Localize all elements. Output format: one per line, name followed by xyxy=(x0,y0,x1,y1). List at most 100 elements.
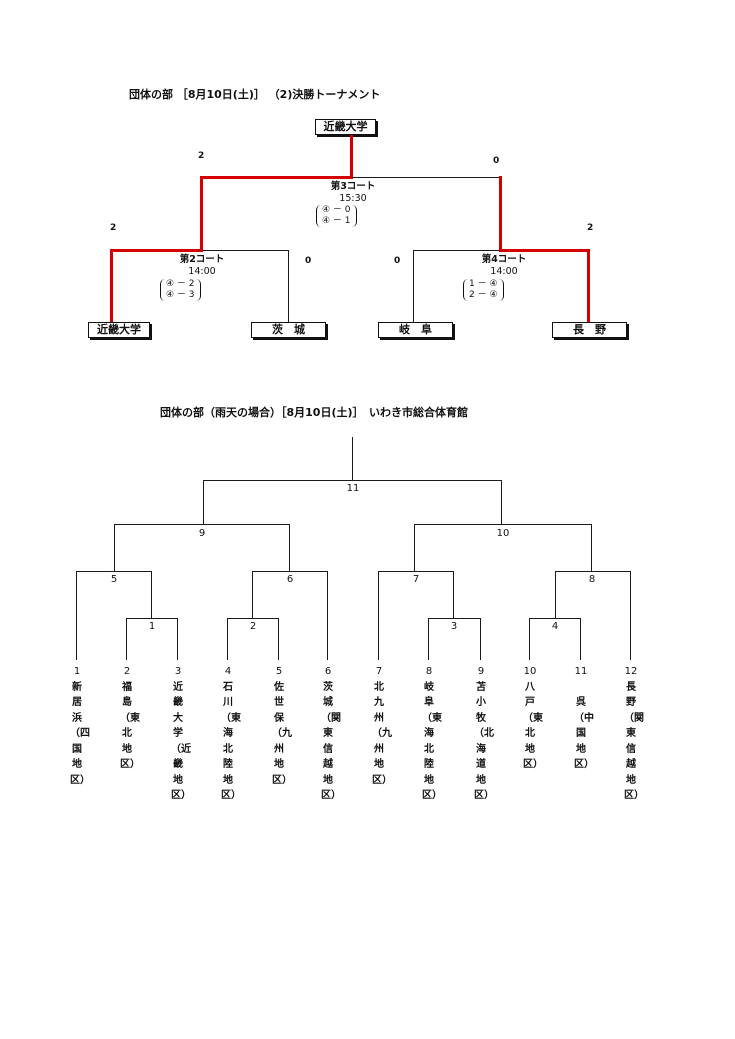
match-number: 3 xyxy=(450,621,458,632)
team-name: 近畿大学（近畿地区） xyxy=(171,681,191,802)
team-number: 3 xyxy=(174,666,182,677)
bracket-line xyxy=(227,618,279,619)
court4-info: 第4コート 14:00 xyxy=(468,254,540,278)
win-path xyxy=(499,249,589,252)
team-entry: 8 岐 阜（東海北陸地区） xyxy=(422,664,442,804)
court2-name: 第2コート xyxy=(179,254,225,265)
team-number: 2 xyxy=(123,666,131,677)
team-name: 福 島（東北地区） xyxy=(120,681,142,771)
score-kinki: 2 xyxy=(110,223,117,233)
final-line xyxy=(200,250,288,251)
bracket-line xyxy=(555,571,556,618)
team-name: 佐世保（九州地区） xyxy=(272,681,292,786)
bracket-line xyxy=(126,618,178,619)
win-path xyxy=(200,176,203,251)
win-path xyxy=(499,176,502,251)
bracket-line xyxy=(203,480,204,524)
bracket-line xyxy=(177,618,178,660)
win-path xyxy=(200,176,353,179)
bracket-line xyxy=(555,571,631,572)
bracket-line xyxy=(289,524,290,571)
team-number: 8 xyxy=(425,666,433,677)
court3-time: 15:30 xyxy=(339,193,367,204)
team-box-ibaraki: 茨 城 xyxy=(251,322,326,338)
team-entry: 6 茨 城（関東信越地区） xyxy=(321,664,341,804)
court2-result-row: ④ － 3 xyxy=(166,290,195,300)
team-name: 石 川（東海北陸地区） xyxy=(221,681,243,802)
bracket-line xyxy=(378,571,379,660)
bracket-line xyxy=(227,618,228,660)
match-number: 6 xyxy=(286,574,294,585)
court3-result-row: ④ － 0 xyxy=(322,205,351,215)
team-number: 7 xyxy=(375,666,383,677)
team-name: 北九州（九州地区） xyxy=(372,681,392,786)
bracket-line xyxy=(580,618,581,660)
court4-name: 第4コート xyxy=(481,254,527,265)
team-number: 12 xyxy=(624,666,638,677)
match-number: 11 xyxy=(346,483,360,494)
match-number: 1 xyxy=(148,621,156,632)
champion-box: 近畿大学 xyxy=(315,119,376,135)
court4-result-row: 1 － ④ xyxy=(469,279,498,289)
bracket-line xyxy=(378,571,454,572)
score-nagano: 2 xyxy=(587,223,594,233)
team-name: 苫小牧（北海道地区） xyxy=(474,681,494,802)
final-line xyxy=(413,250,501,251)
score-ibaraki: 0 xyxy=(305,256,312,266)
team-number: 5 xyxy=(275,666,283,677)
team-entry: 7 北九州（九州地区） xyxy=(372,664,392,788)
final-line xyxy=(288,250,289,322)
bracket-line xyxy=(529,618,581,619)
match-number: 9 xyxy=(198,528,206,539)
bracket-line xyxy=(252,571,328,572)
bracket-line xyxy=(352,437,353,480)
rain-title: 団体の部（雨天の場合）［8月10日(土)］ いわき市総合体育館 xyxy=(160,406,469,419)
win-path xyxy=(587,249,590,322)
final-line xyxy=(352,177,501,178)
team-entry: 11 呉 （中国地区） xyxy=(574,664,594,773)
team-entry: 9 苫小牧（北海道地区） xyxy=(474,664,494,804)
team-name: 長 野（関東信越地区） xyxy=(624,681,646,802)
win-path xyxy=(110,249,203,252)
match-number: 2 xyxy=(249,621,257,632)
bracket-line xyxy=(480,618,481,660)
court2-result-row: ④ － 2 xyxy=(166,279,195,289)
bracket-line xyxy=(151,571,152,618)
court4-result-row: 2 － ④ xyxy=(469,290,498,300)
court3-results: ④ － 0 ④ － 1 xyxy=(316,205,357,227)
court3-name: 第3コート xyxy=(330,181,376,192)
court3-result-row: ④ － 1 xyxy=(322,216,351,226)
bracket-line xyxy=(630,571,631,660)
win-path xyxy=(350,135,353,178)
court2-results: ④ － 2 ④ － 3 xyxy=(160,279,201,301)
bracket-line xyxy=(114,524,115,571)
bracket-line xyxy=(529,618,530,660)
team-name: 岐 阜（東海北陸地区） xyxy=(422,681,444,802)
team-entry: 2 福 島（東北地区） xyxy=(120,664,140,773)
team-number: 9 xyxy=(477,666,485,677)
team-entry: 3 近畿大学（近畿地区） xyxy=(171,664,191,804)
team-box-nagano: 長 野 xyxy=(552,322,627,338)
team-entry: 12 長 野（関東信越地区） xyxy=(624,664,644,804)
bracket-line xyxy=(428,618,481,619)
team-number: 10 xyxy=(523,666,537,677)
team-name: 八 戸（東北地区） xyxy=(523,681,545,771)
bracket-line xyxy=(453,571,454,618)
score-right-semi: 0 xyxy=(493,156,500,166)
match-number: 7 xyxy=(412,574,420,585)
match-number: 8 xyxy=(588,574,596,585)
bracket-line xyxy=(327,571,328,660)
bracket-line xyxy=(278,618,279,660)
bracket-line xyxy=(414,524,415,571)
match-number: 5 xyxy=(110,574,118,585)
court4-time: 14:00 xyxy=(490,266,518,277)
team-number: 6 xyxy=(324,666,332,677)
team-name: 茨 城（関東信越地区） xyxy=(321,681,343,802)
bracket-line xyxy=(76,571,152,572)
team-entry: 5 佐世保（九州地区） xyxy=(272,664,292,788)
bracket-line xyxy=(501,480,502,524)
bracket-line xyxy=(203,480,502,481)
score-gifu: 0 xyxy=(394,256,401,266)
